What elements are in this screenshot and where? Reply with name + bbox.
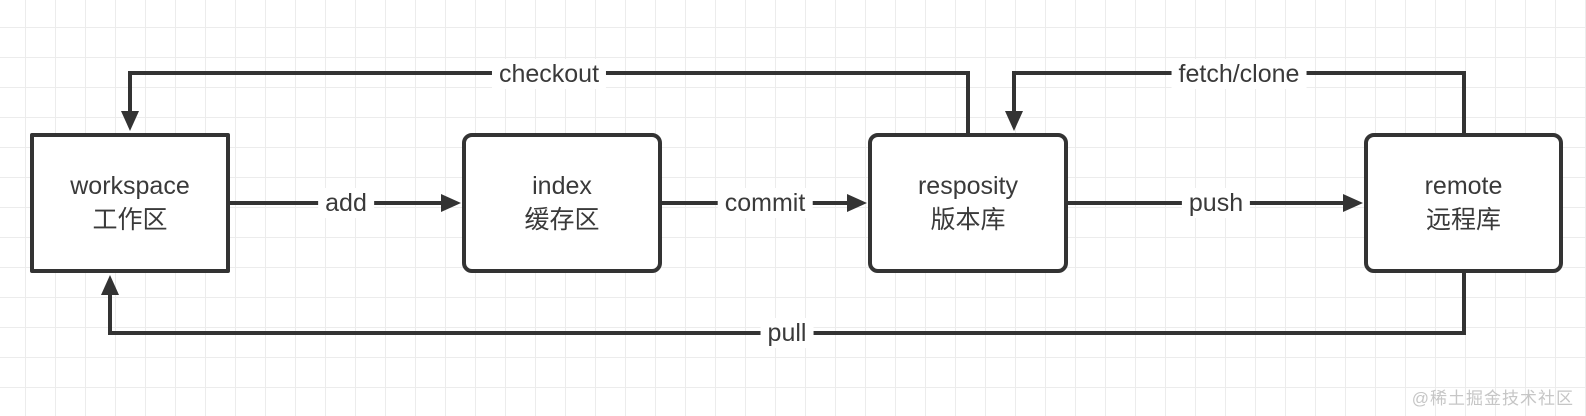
edge-label-push: push — [1181, 188, 1251, 218]
node-resposity-title: resposity — [917, 172, 1019, 200]
node-workspace-subtitle: 工作区 — [92, 206, 168, 234]
node-resposity: resposity 版本库 — [868, 133, 1068, 273]
edge-commit-arrowhead — [847, 194, 867, 212]
edge-push-arrowhead — [1343, 194, 1363, 212]
watermark: @稀土掘金技术社区 — [1411, 389, 1574, 408]
node-index-subtitle: 缓存区 — [524, 206, 600, 234]
node-resposity-subtitle: 版本库 — [930, 206, 1006, 234]
edge-add-arrowhead — [441, 194, 461, 212]
node-remote: remote 远程库 — [1364, 133, 1563, 273]
edge-label-commit: commit — [717, 188, 813, 218]
edge-label-pull: pull — [760, 318, 814, 348]
node-workspace-title: workspace — [70, 172, 190, 200]
edge-pull-arrowhead — [101, 275, 119, 295]
node-index: index 缓存区 — [462, 133, 662, 273]
edge-fetch-clone-arrowhead — [1005, 111, 1023, 131]
node-remote-title: remote — [1424, 172, 1503, 200]
node-workspace: workspace 工作区 — [30, 133, 230, 273]
node-remote-subtitle: 远程库 — [1425, 206, 1501, 234]
edge-label-add: add — [318, 188, 374, 218]
edge-label-fetch-clone: fetch/clone — [1171, 59, 1307, 89]
edge-checkout-arrowhead — [121, 111, 139, 131]
edge-label-checkout: checkout — [491, 59, 607, 89]
node-index-title: index — [532, 172, 592, 200]
